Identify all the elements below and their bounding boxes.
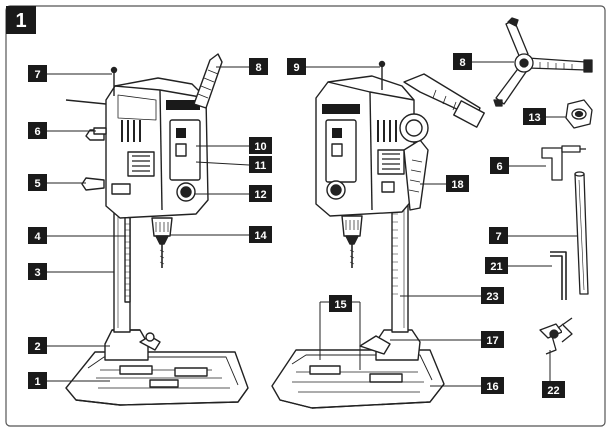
callout-3: 3 [28, 263, 47, 280]
callout-8-left: 8 [249, 58, 268, 75]
drill-press-left [65, 53, 249, 406]
callout-11: 11 [249, 156, 272, 173]
svg-text:7: 7 [495, 231, 501, 243]
column-right [391, 205, 409, 333]
svg-text:14: 14 [254, 230, 267, 242]
svg-text:17: 17 [486, 335, 498, 347]
long-rod [574, 171, 589, 295]
chuck-right [341, 215, 363, 237]
svg-text:3: 3 [34, 267, 40, 279]
svg-text:6: 6 [34, 126, 40, 138]
svg-text:22: 22 [547, 385, 559, 397]
callout-7: 7 [28, 65, 47, 82]
callout-6: 6 [28, 122, 47, 139]
callout-2: 2 [28, 337, 47, 354]
accessories [493, 17, 593, 355]
svg-text:1: 1 [34, 376, 40, 388]
leader-lines [46, 61, 578, 387]
svg-text:10: 10 [254, 141, 266, 153]
svg-text:15: 15 [334, 299, 346, 311]
three-spoke-handle [493, 17, 593, 107]
svg-text:4: 4 [34, 231, 41, 243]
svg-text:13: 13 [528, 112, 540, 124]
callout-6-accessory: 6 [490, 157, 509, 174]
svg-text:6: 6 [496, 161, 502, 173]
svg-text:18: 18 [451, 179, 463, 191]
feed-handle-left [193, 53, 223, 109]
svg-text:11: 11 [255, 160, 267, 172]
chuck-left [151, 217, 173, 237]
figure-number-badge: 1 [6, 6, 36, 34]
callout-21: 21 [485, 257, 508, 274]
svg-text:7: 7 [34, 69, 40, 81]
callout-18: 18 [446, 175, 469, 192]
callout-12: 12 [249, 185, 272, 202]
depth-bracket [541, 145, 586, 181]
callout-9: 9 [287, 58, 306, 75]
callout-4: 4 [28, 227, 47, 244]
svg-text:8: 8 [459, 57, 465, 69]
base-plate-left [65, 351, 249, 406]
callout-8-right: 8 [453, 53, 472, 70]
rack-left [124, 213, 131, 303]
svg-text:9: 9 [293, 62, 299, 74]
svg-text:23: 23 [486, 291, 498, 303]
svg-text:12: 12 [254, 189, 266, 201]
callout-13: 13 [523, 108, 546, 125]
callout-23: 23 [481, 287, 504, 304]
hex-key [550, 251, 567, 300]
svg-text:21: 21 [490, 261, 502, 273]
svg-text:2: 2 [34, 341, 40, 353]
chuck-key [539, 317, 573, 355]
callout-7-accessory: 7 [489, 227, 508, 244]
callout-5: 5 [28, 174, 47, 191]
callout-10: 10 [249, 137, 272, 154]
callout-16: 16 [481, 377, 504, 394]
svg-text:8: 8 [255, 62, 261, 74]
drill-press-right [271, 60, 485, 409]
callout-22: 22 [542, 381, 565, 398]
callout-1: 1 [28, 372, 47, 389]
callout-17: 17 [481, 331, 504, 348]
callout-14: 14 [249, 226, 272, 243]
svg-text:16: 16 [486, 381, 498, 393]
figure-number: 1 [15, 10, 26, 32]
svg-text:5: 5 [34, 178, 40, 190]
hex-nut [565, 99, 593, 129]
callout-15: 15 [329, 295, 352, 312]
callout-labels: 7 6 5 4 3 2 1 8 10 11 12 14 9 18 23 15 1… [28, 53, 565, 398]
